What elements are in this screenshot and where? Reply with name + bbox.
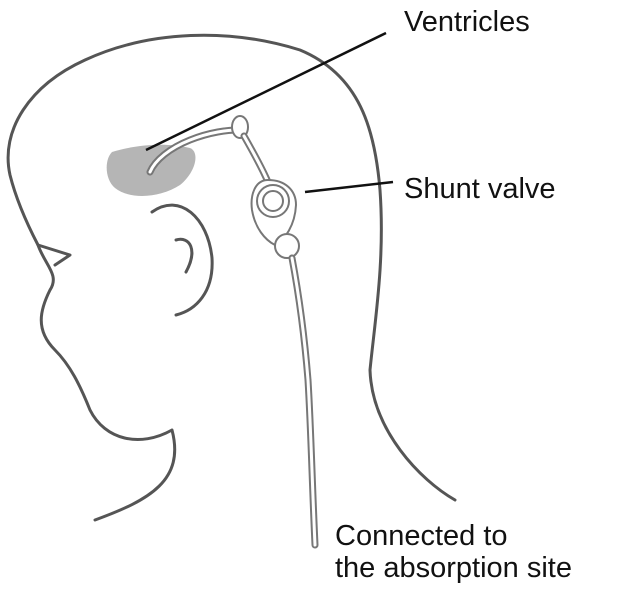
absorption-site-label-line2: the absorption site — [335, 552, 572, 584]
ear-outline — [152, 205, 212, 315]
valve-secondary-chamber — [275, 234, 299, 258]
ventricles-label: Ventricles — [404, 6, 530, 38]
shunt-valve-label: Shunt valve — [404, 173, 556, 205]
absorption-site-label: Connected to the absorption site — [335, 520, 572, 584]
distal-catheter-outline — [292, 258, 315, 545]
ear-inner — [176, 239, 192, 272]
upper-tube-core — [244, 136, 268, 182]
absorption-site-label-line1: Connected to — [335, 520, 572, 552]
shunt-valve-inner-ring — [263, 191, 283, 211]
